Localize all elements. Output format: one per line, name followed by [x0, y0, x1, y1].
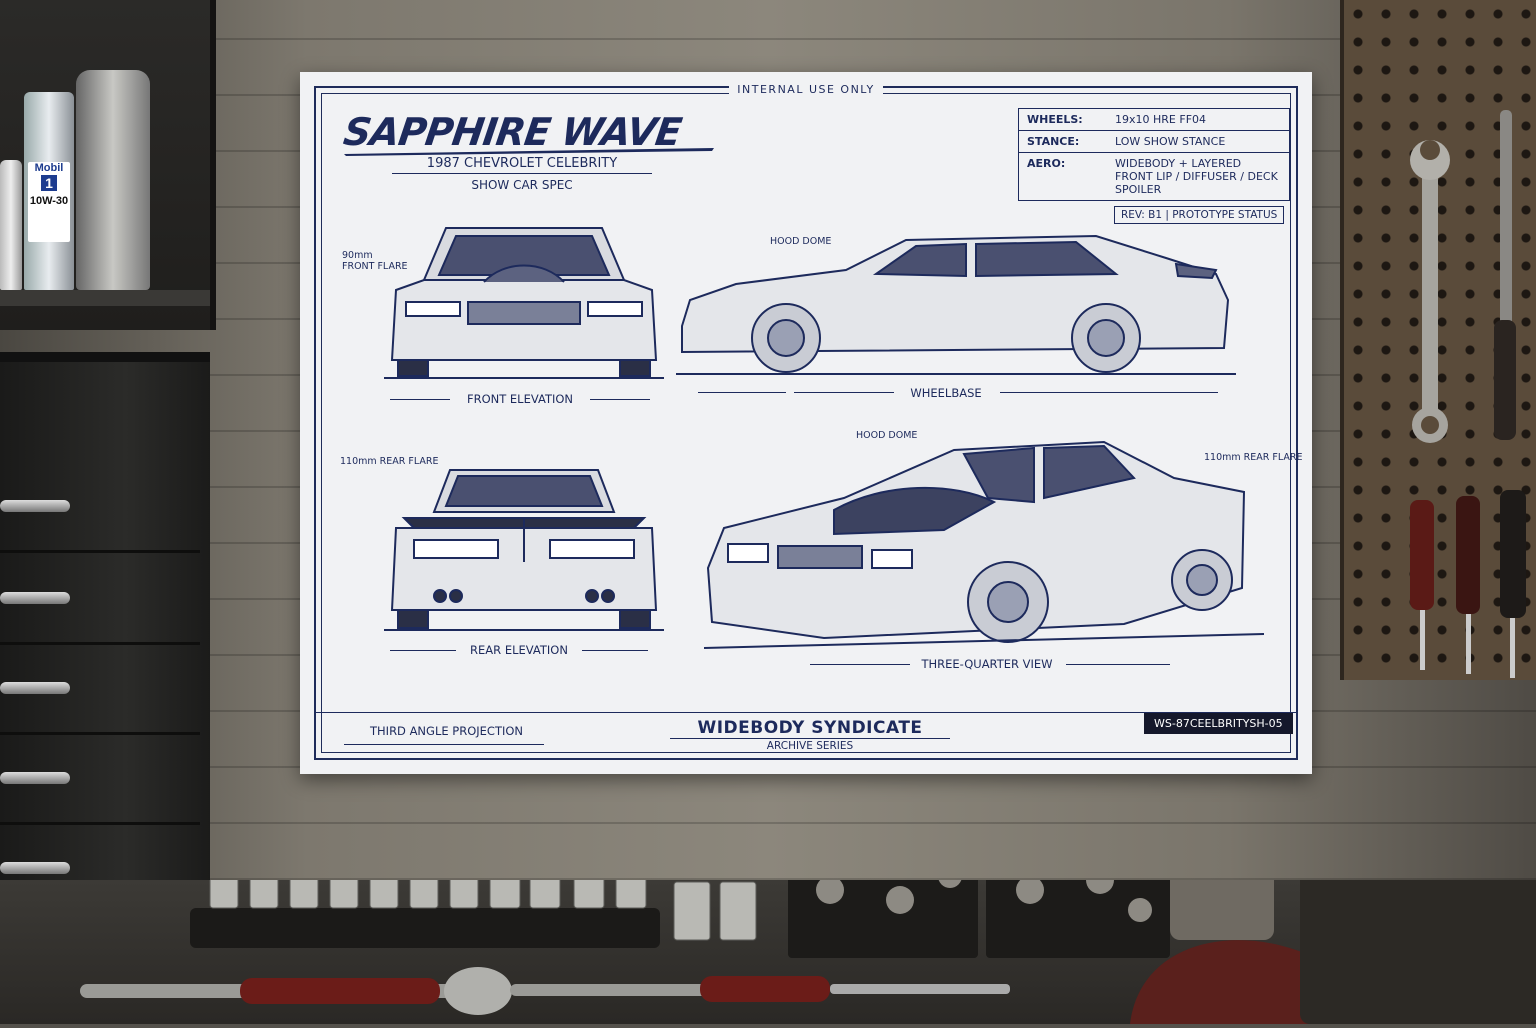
brand-name: WIDEBODY SYNDICATE — [697, 718, 923, 738]
rear-flare-3q-callout: 110mm REAR FLARE — [1204, 452, 1303, 463]
front-elevation-drawing — [384, 227, 664, 379]
drawer-handle[interactable] — [0, 500, 70, 512]
spec-row: WHEELS:19x10 HRE FF04 — [1018, 108, 1290, 131]
drawer-handle[interactable] — [0, 592, 70, 604]
dim-line — [698, 392, 786, 393]
dim-line — [582, 650, 648, 651]
pegboard — [1340, 0, 1536, 680]
drawer[interactable] — [0, 752, 200, 825]
oil-grade: 10W-30 — [29, 195, 69, 207]
oil-number: 1 — [41, 175, 57, 191]
bench-vise-icon — [1300, 740, 1536, 1024]
side-view-drawing — [676, 234, 1236, 375]
shelf-board — [0, 290, 210, 306]
spec-value: LOW SHOW STANCE — [1107, 130, 1290, 153]
hanging-tools — [1410, 110, 1526, 678]
metal-bottle — [76, 70, 150, 290]
spec-key: WHEELS: — [1018, 108, 1107, 131]
footer-divider — [316, 712, 1296, 713]
oil-can-label: Mobil 1 10W-30 — [28, 162, 70, 242]
parts-tray-icon — [788, 848, 1170, 958]
tool-chest — [0, 352, 210, 962]
bearing-icon — [1170, 850, 1274, 940]
oil-can: Mobil 1 10W-30 — [24, 92, 74, 290]
shop-rag-icon — [1130, 940, 1340, 1024]
ratchet-icon — [80, 967, 1010, 1015]
spec-subtitle: SHOW CAR SPEC — [471, 178, 573, 192]
wrench-icon — [1410, 140, 1450, 443]
drawer[interactable] — [0, 480, 200, 553]
socket-rail — [190, 908, 660, 948]
blueprint-poster: INTERNAL USE ONLY SAPPHIRE WAVE 1987 CHE… — [300, 72, 1312, 774]
spec-key: AERO: — [1018, 152, 1107, 201]
internal-use-text: INTERNAL USE ONLY — [729, 83, 883, 96]
dim-line — [344, 744, 544, 745]
hood-dome-callout: HOOD DOME — [770, 236, 832, 247]
spec-key: STANCE: — [1018, 130, 1107, 153]
spec-row: STANCE:LOW SHOW STANCE — [1018, 130, 1290, 153]
title-swoosh — [344, 148, 714, 156]
drawer[interactable] — [0, 572, 200, 645]
bench-tools — [80, 740, 1536, 1024]
dim-line — [810, 664, 910, 665]
drawer-handle[interactable] — [0, 772, 70, 784]
dim-line — [1066, 664, 1170, 665]
spec-table: WHEELS:19x10 HRE FF04 STANCE:LOW SHOW ST… — [1018, 108, 1290, 201]
rear-flare-callout: 110mm REAR FLARE — [340, 456, 439, 467]
dim-line — [390, 399, 450, 400]
screwdriver-icon — [1410, 490, 1526, 678]
dim-line — [390, 650, 456, 651]
drawer-handle[interactable] — [0, 862, 70, 874]
car-model: 1987 CHEVROLET CELEBRITY — [392, 156, 652, 174]
three-quarter-drawing — [704, 440, 1264, 649]
spec-value: WIDEBODY + LAYERED FRONT LIP / DIFFUSER … — [1107, 152, 1290, 201]
drawer-handle[interactable] — [0, 682, 70, 694]
front-flare-callout: 90mm FRONT FLARE — [342, 250, 408, 272]
dim-line — [1106, 392, 1218, 393]
hood-dome-3q-callout: HOOD DOME — [856, 430, 918, 441]
three-quarter-label: THREE-QUARTER VIEW — [921, 657, 1053, 671]
rear-elevation-label: REAR ELEVATION — [470, 643, 568, 657]
spec-value: 19x10 HRE FF04 — [1107, 108, 1290, 131]
dim-line — [794, 392, 894, 393]
rear-elevation-drawing — [384, 469, 664, 631]
workbench — [0, 740, 1536, 1024]
front-flare-text: 90mm FRONT FLARE — [342, 250, 408, 272]
series-label: ARCHIVE SERIES — [670, 738, 950, 752]
dim-line — [590, 399, 650, 400]
projection-label: THIRD ANGLE PROJECTION — [370, 724, 524, 738]
front-elevation-label: FRONT ELEVATION — [466, 392, 574, 406]
wheelbase-label: WHEELBASE — [910, 386, 982, 400]
dim-line — [1000, 392, 1106, 393]
internal-use-label: INTERNAL USE ONLY — [300, 83, 1312, 96]
pliers-icon — [1494, 110, 1516, 440]
revision-box: REV: B1 | PROTOTYPE STATUS — [1114, 206, 1285, 224]
shelf-unit: Mobil 1 10W-30 — [0, 0, 216, 330]
drawer[interactable] — [0, 662, 200, 735]
drawing-code: WS-87CEELBRITYSH-05 — [1144, 713, 1293, 734]
spec-row: AERO:WIDEBODY + LAYERED FRONT LIP / DIFF… — [1018, 152, 1290, 201]
oil-brand: Mobil — [34, 162, 64, 174]
spray-can — [0, 160, 22, 290]
